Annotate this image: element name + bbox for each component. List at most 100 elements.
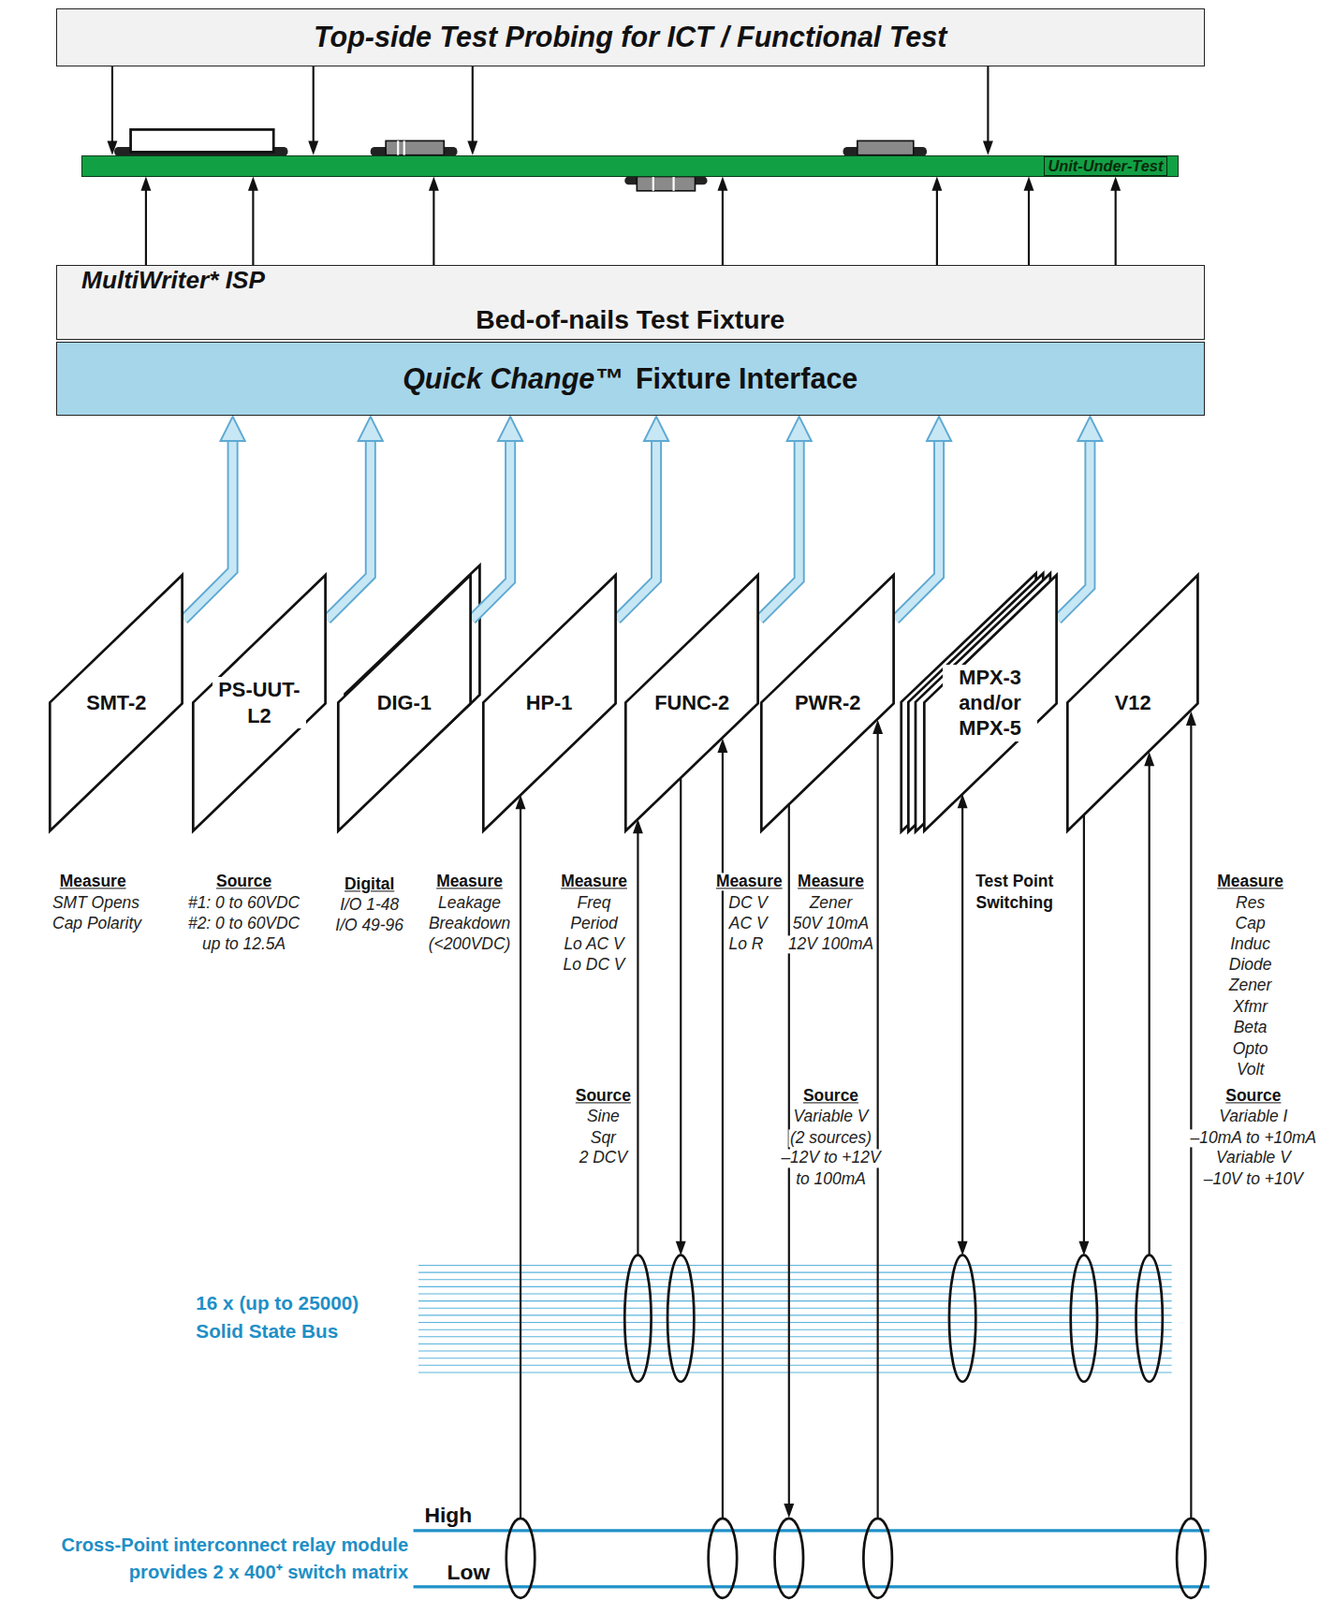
- test-wire: [515, 794, 527, 1518]
- box-title: Top-side Test Probing for ICT / Function…: [313, 20, 947, 54]
- card-name: HP-1: [501, 689, 596, 716]
- arrow-head: [467, 140, 478, 155]
- fixture-title: Bed-of-nails Test Fixture: [57, 304, 1204, 336]
- spec-item: Variable V: [792, 1107, 870, 1126]
- spec-item: to 100mA: [794, 1171, 867, 1189]
- card-name: PS-UUT-L2: [212, 676, 307, 729]
- arrow-head: [931, 176, 942, 191]
- card-shape: [762, 574, 895, 831]
- spec-item: Lo R: [728, 935, 765, 953]
- arrow-head: [248, 176, 259, 191]
- test-wire: [1143, 751, 1155, 1256]
- test-wire: [632, 819, 644, 1256]
- test-wire: [467, 66, 478, 156]
- brand-name: Quick Change™: [402, 362, 624, 396]
- bus-band: 16 x (up to 25000)Solid State Bus: [418, 1255, 1173, 1382]
- instrument-card: PWR-2: [760, 573, 895, 833]
- crosspoint-ellipses: [506, 1518, 1206, 1598]
- bus-label: 16 x (up to 25000): [195, 1291, 359, 1315]
- arrow-head: [358, 416, 383, 441]
- test-wire: [931, 176, 942, 266]
- instrument-card: DIG-1: [337, 573, 472, 833]
- line-label: Low: [445, 1561, 491, 1585]
- spec-item: (2 sources): [789, 1128, 873, 1147]
- spec-item: Induc: [1229, 935, 1272, 953]
- spec-item: Beta: [1232, 1018, 1269, 1037]
- fixture-box: MultiWriter* ISPBed-of-nails Test Fixtur…: [56, 264, 1205, 340]
- interface-title: Fixture Interface: [635, 362, 858, 396]
- spec-heading: Source: [215, 872, 273, 891]
- probe-box: Top-side Test Probing for ICT / Function…: [56, 8, 1205, 67]
- spec-item: up to 12.5A: [201, 935, 287, 953]
- spec-item: 12V 100mA: [787, 935, 875, 953]
- spec-heading: Source: [574, 1086, 632, 1105]
- spec-item: AC V: [728, 914, 769, 933]
- spec-item: –10V to +10V: [1202, 1171, 1305, 1189]
- spec-heading: Source: [1224, 1086, 1282, 1105]
- spec-heading: Measure: [435, 872, 504, 891]
- arrow-head: [140, 176, 151, 191]
- arrow-head: [982, 140, 994, 155]
- interface-band: Quick Change™ Fixture Interface: [56, 341, 1205, 416]
- spec-item: Sine: [586, 1107, 621, 1126]
- spec-item: DC V: [727, 894, 769, 912]
- spec-item: Variable V: [1215, 1149, 1292, 1168]
- arrow-head: [1024, 176, 1035, 191]
- spec-item: Volt: [1235, 1060, 1265, 1079]
- crosspoint-band: Cross-Point interconnect relay modulepro…: [413, 1517, 1210, 1600]
- arrow-head: [787, 416, 812, 441]
- arrow-head: [957, 1241, 968, 1256]
- test-wire: [717, 738, 728, 1519]
- arrow-head: [106, 140, 118, 155]
- spec-item: Cap: [1234, 914, 1267, 933]
- spec-item: Zener: [1228, 977, 1274, 996]
- card-shape: [923, 574, 1056, 831]
- test-wire: [872, 719, 883, 1518]
- arrow-head: [307, 140, 319, 155]
- card-name: V12: [1086, 689, 1179, 716]
- crosspoint-label: Cross-Point interconnect relay module: [60, 1534, 409, 1556]
- test-wire: [307, 66, 319, 156]
- instrument-card: HP-1: [482, 573, 617, 833]
- spec-item: Res: [1234, 894, 1266, 912]
- signal-arrow: [894, 416, 952, 620]
- spec-heading: Source: [802, 1086, 860, 1105]
- spec-item: –12V to +12V: [779, 1149, 881, 1168]
- arrow-head: [498, 416, 523, 441]
- card-name: DIG-1: [357, 689, 452, 716]
- line-label: High: [423, 1503, 473, 1527]
- spec-heading: Measure: [559, 872, 629, 891]
- test-wire: [428, 176, 440, 266]
- spec-item: Breakdown: [427, 914, 512, 933]
- pcb-board: Unit-Under-Test: [81, 155, 1179, 177]
- arrow-head: [926, 416, 952, 441]
- spec-heading: Measure: [58, 872, 128, 891]
- test-wire: [717, 176, 728, 266]
- arrow-head: [1110, 176, 1121, 191]
- spec-item: I/O 49-96: [334, 916, 405, 935]
- test-wire: [140, 176, 151, 266]
- card-name: SMT-2: [69, 689, 163, 716]
- test-wire: [248, 176, 259, 266]
- arrow-head: [1078, 1241, 1089, 1256]
- card-shape: [50, 574, 183, 831]
- spec-item: (<200VDC): [427, 935, 513, 953]
- spec-item: Freq: [576, 894, 613, 912]
- board-label: Unit-Under-Test: [1043, 156, 1169, 176]
- arrow-head: [675, 1241, 687, 1256]
- spec-item: Xfmr: [1231, 998, 1269, 1017]
- card-name: MPX-3 and/or MPX-5: [942, 664, 1037, 742]
- signal-arrow: [616, 416, 670, 620]
- spec-item: #1: 0 to 60VDC: [187, 894, 301, 912]
- test-wire: [106, 66, 118, 156]
- spec-item: Test Point: [974, 872, 1055, 891]
- arrow-head: [644, 416, 669, 441]
- spec-item: Lo DC V: [562, 956, 627, 975]
- spec-item: #2: 0 to 60VDC: [187, 914, 301, 933]
- spec-heading: Measure: [1216, 872, 1285, 891]
- spec-item: Lo AC V: [562, 935, 625, 953]
- test-wire: [675, 777, 687, 1256]
- spec-item: Zener: [808, 894, 854, 912]
- instrument-card: PS-UUT-L2: [191, 573, 327, 833]
- instrument-card: MPX-3 and/or MPX-5: [923, 573, 1058, 833]
